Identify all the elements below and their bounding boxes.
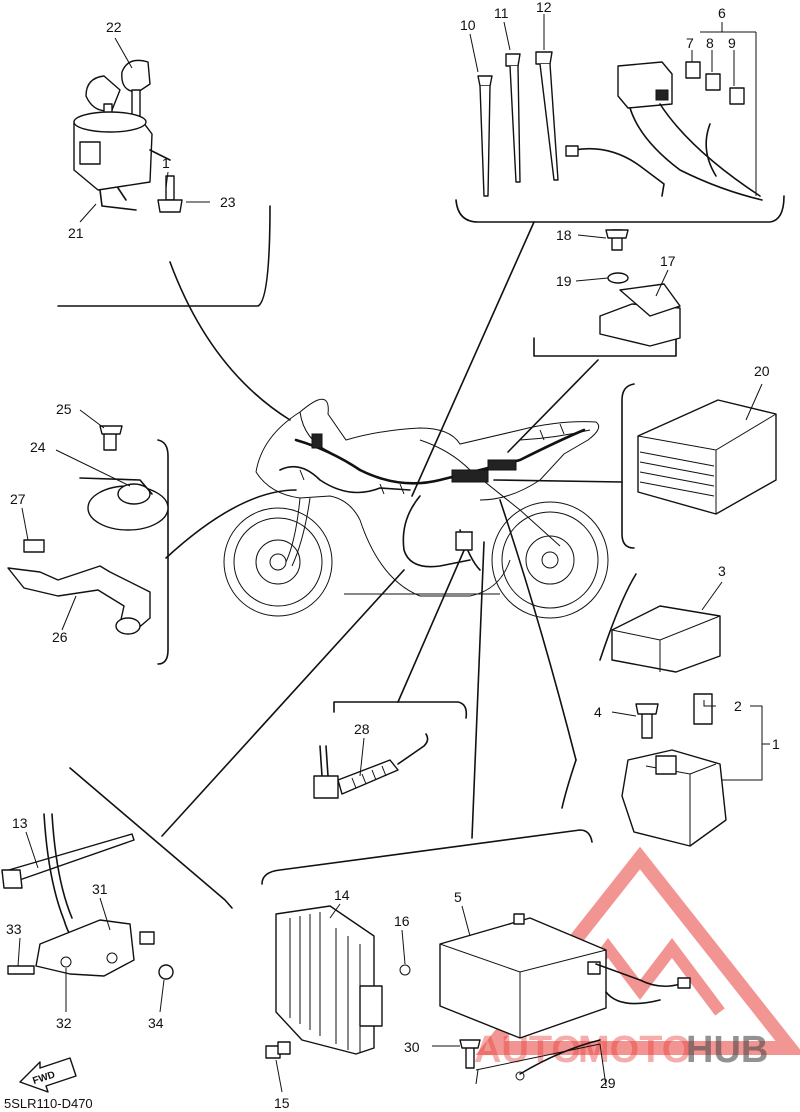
relay-illustration [599, 229, 681, 347]
callout-14: 14 [334, 887, 350, 903]
leader-lines [161, 221, 623, 839]
callout-23: 23 [220, 194, 236, 210]
callout-30: 30 [404, 1039, 420, 1055]
callout-32: 32 [56, 1015, 72, 1031]
callout-31: 31 [92, 881, 108, 897]
callout-33: 33 [6, 921, 22, 937]
callout-1-starter-relay: 1 [772, 736, 780, 752]
motorcycle-outline [223, 398, 609, 619]
callout-25: 25 [56, 401, 72, 417]
diagram-code: 5SLR110-D470 [4, 1096, 93, 1111]
callout-2: 2 [734, 698, 742, 714]
callout-1-ignition: 1 [162, 155, 170, 171]
sidestand-switch-illustration [1, 813, 174, 980]
callout-labels: 22 1 23 21 10 11 12 6 7 8 9 18 19 17 20 … [6, 0, 780, 1111]
callout-4: 4 [594, 704, 602, 720]
fwd-arrow: FWD [19, 1057, 77, 1093]
watermark-hub: HUB [686, 1029, 768, 1071]
callout-21: 21 [68, 225, 84, 241]
starter-relay-illustration [611, 605, 727, 847]
rectifier-illustration [265, 905, 411, 1059]
ignition-switch-illustration [73, 59, 183, 213]
callout-19: 19 [556, 273, 572, 289]
callout-3: 3 [718, 563, 726, 579]
callout-24: 24 [30, 439, 46, 455]
callout-5: 5 [454, 889, 462, 905]
callout-16: 16 [394, 913, 410, 929]
callout-27: 27 [10, 491, 26, 507]
sensor-illustration [313, 733, 429, 799]
callout-17: 17 [660, 253, 676, 269]
callout-13: 13 [12, 815, 28, 831]
callout-15: 15 [274, 1095, 290, 1111]
callout-28: 28 [354, 721, 370, 737]
callout-10: 10 [460, 17, 476, 33]
cable-ties-illustration [477, 51, 559, 197]
callout-26: 26 [52, 629, 68, 645]
group-brackets [57, 195, 785, 909]
callout-11: 11 [494, 5, 509, 21]
callout-9: 9 [728, 35, 736, 51]
callout-29: 29 [600, 1075, 616, 1091]
ecu-illustration [637, 399, 777, 515]
fuse-box-illustration [565, 61, 763, 201]
callout-leaders [17, 14, 770, 1093]
callout-20: 20 [754, 363, 770, 379]
watermark-moto: MOTO [578, 1029, 691, 1071]
callout-18: 18 [556, 227, 572, 243]
callout-12: 12 [536, 0, 552, 15]
horn-illustration [7, 425, 169, 635]
callout-8: 8 [706, 35, 714, 51]
callout-34: 34 [148, 1015, 164, 1031]
callout-22: 22 [106, 19, 122, 35]
battery-illustration [439, 913, 691, 1081]
callout-7: 7 [686, 35, 694, 51]
callout-6: 6 [718, 5, 726, 21]
